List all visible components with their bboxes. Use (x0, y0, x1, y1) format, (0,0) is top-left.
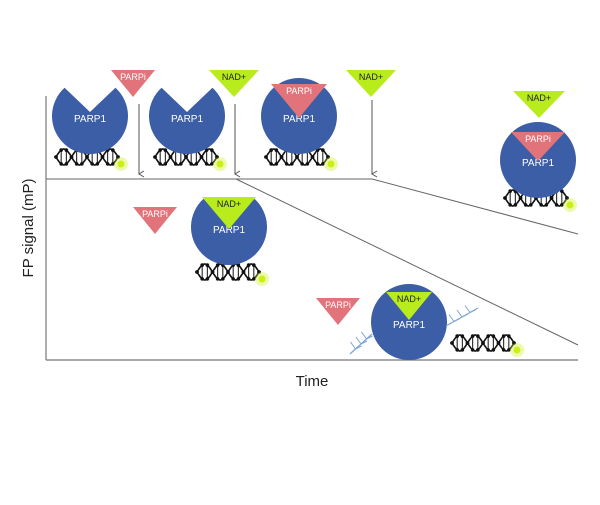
parpi-triangle-free-2: PARPi (133, 207, 177, 234)
parp1-enzyme-2: PARP1 (149, 87, 226, 154)
parpi-triangle-bound-1: PARPi (271, 84, 327, 118)
parpi-triangle-free-1-shape (111, 70, 155, 97)
nad-triangle-bound-2-shape (386, 292, 432, 320)
par-chain-branch (360, 340, 368, 345)
nad-triangle-free-2-label: NAD+ (359, 72, 383, 82)
par-chain-branch (355, 336, 362, 345)
nad-triangle-free-1-shape (209, 70, 259, 97)
parp1-enzyme-5: PARP1 (190, 198, 267, 266)
par-chain-branch (469, 309, 477, 313)
fluorophore-dot (258, 275, 266, 283)
fluorophore-dot (117, 160, 125, 168)
nad-triangle-free-1-label: NAD+ (222, 72, 246, 82)
dna-backbone (55, 148, 119, 166)
dna-backbone (265, 148, 329, 166)
par-chain-right (445, 305, 479, 327)
parpi-triangle-free-1-label: PARPi (120, 72, 146, 82)
fluorophore-dot (513, 346, 521, 354)
parpi-triangle-bound-2-shape (511, 132, 565, 161)
parp1-label: PARP1 (213, 225, 245, 236)
parpi-triangle-free-3: PARPi (316, 298, 360, 325)
signal-traces (46, 178, 579, 346)
y-axis-label: FP signal (mP) (20, 179, 37, 278)
par-chain-left (349, 331, 373, 355)
par-chain-branch (461, 313, 469, 318)
nad-triangle-free-2: NAD+ (346, 70, 396, 97)
parp1-label: PARP1 (393, 320, 425, 331)
parp1-body (190, 198, 267, 266)
nad-triangle-free-3: NAD+ (513, 91, 565, 118)
nad-triangle-free-3-shape (513, 91, 565, 118)
parpi-triangle-free-2-label: PARPi (142, 209, 168, 219)
parpi-triangle-free-3-label: PARPi (325, 300, 351, 310)
nad-triangle-bound-1-shape (202, 197, 256, 229)
parpi-triangle-bound-1-shape (271, 84, 327, 118)
par-chain-branch (464, 305, 471, 313)
par-chain-branch (350, 341, 356, 350)
parpi-triangle-free-1: PARPi (111, 70, 155, 97)
dna-backbone (196, 263, 260, 281)
dna-strand-6 (450, 334, 524, 357)
par-chains (349, 305, 479, 355)
parp1-label: PARP1 (522, 158, 554, 169)
dna-backbone (154, 148, 218, 166)
par-chain-branch (456, 309, 463, 318)
par-chain-branch (366, 335, 373, 340)
dna-strand-1 (54, 148, 128, 171)
addition-arrows (138, 100, 378, 178)
axes (45, 96, 578, 361)
dna-strand-5 (195, 263, 269, 286)
nad-triangle-bound-2-label: NAD+ (397, 294, 421, 304)
fluorophore-dot (327, 160, 335, 168)
nad-triangle-bound-1: NAD+ (202, 197, 256, 229)
parp1-body (371, 284, 447, 360)
trace-nad-only (235, 178, 579, 346)
parpi-triangle-bound-2: PARPi (511, 132, 565, 161)
fluorophore-dot (216, 160, 224, 168)
parp1-body (51, 87, 128, 154)
parp1-enzyme-6: PARP1 (371, 284, 447, 360)
dna-backbone (451, 334, 515, 352)
parp1-label: PARP1 (283, 114, 315, 125)
parp1-body (149, 87, 226, 154)
par-chain-branch (448, 314, 455, 322)
nad-triangle-bound-1-label: NAD+ (217, 199, 241, 209)
parpi-triangle-bound-2-label: PARPi (525, 134, 551, 144)
nad-triangle-free-3-label: NAD+ (527, 93, 551, 103)
parpi-triangle-free-2-shape (133, 207, 177, 234)
trace-parpi-nad (371, 178, 579, 235)
parpi-triangle-bound-1-label: PARPi (286, 86, 312, 96)
parp1-label: PARP1 (171, 114, 203, 125)
parp1-enzyme-1: PARP1 (51, 87, 128, 154)
fluorophore-dot (566, 201, 574, 209)
dna-strands (54, 148, 577, 357)
x-axis-label: Time (296, 373, 329, 390)
par-chain-branch (355, 345, 362, 350)
parp1-label: PARP1 (74, 114, 106, 125)
nad-triangle-bound-2: NAD+ (386, 292, 432, 320)
parpi-triangle-free-3-shape (316, 298, 360, 325)
par-chain-branch (361, 331, 367, 340)
par-chain-branch (453, 318, 461, 322)
nad-triangle-free-1: NAD+ (209, 70, 259, 97)
nad-triangle-free-2-shape (346, 70, 396, 97)
